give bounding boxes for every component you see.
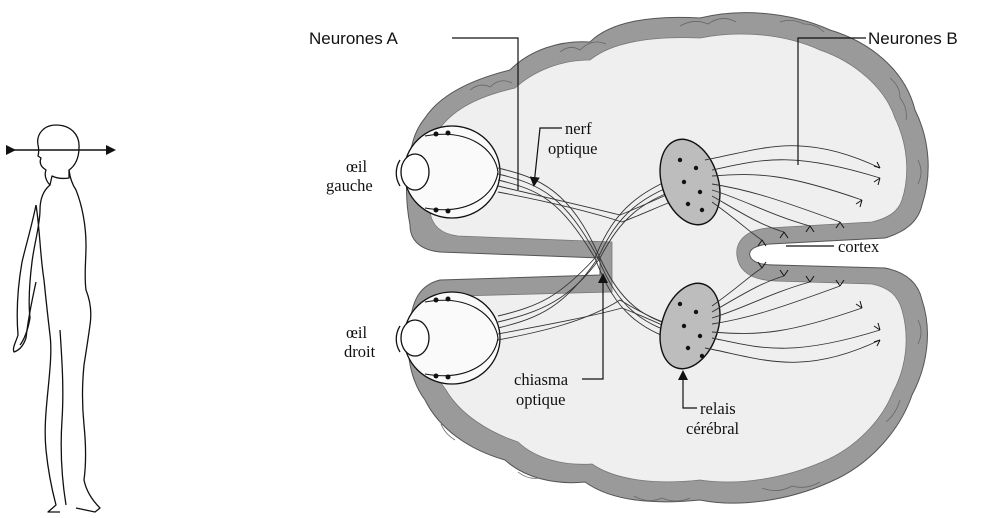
head-outline (38, 125, 79, 185)
label-oeil-droit-1: œil (346, 323, 368, 342)
label-chiasma: chiasma (514, 370, 569, 389)
back-outline (69, 170, 100, 512)
brain-inner-space (427, 34, 907, 482)
human-figure (13, 125, 100, 512)
label-cortex: cortex (838, 237, 880, 256)
label-oeil-gauche-1: œil (346, 157, 368, 176)
front-outline (20, 185, 60, 512)
label-relais: relais (700, 399, 736, 418)
leg-outline (60, 330, 66, 505)
label-cerebral: cérébral (686, 419, 740, 438)
label-nerf: nerf (565, 119, 592, 138)
label-oeil-droit-2: droit (344, 342, 376, 361)
label-neurones-a: Neurones A (309, 29, 398, 48)
label-neurones-b: Neurones B (868, 29, 958, 48)
brain-section (406, 13, 928, 503)
label-oeil-gauche-2: gauche (326, 176, 373, 195)
arm-outline (13, 205, 36, 352)
label-nerf-optique: optique (548, 139, 598, 158)
label-chiasma-optique: optique (516, 390, 566, 409)
